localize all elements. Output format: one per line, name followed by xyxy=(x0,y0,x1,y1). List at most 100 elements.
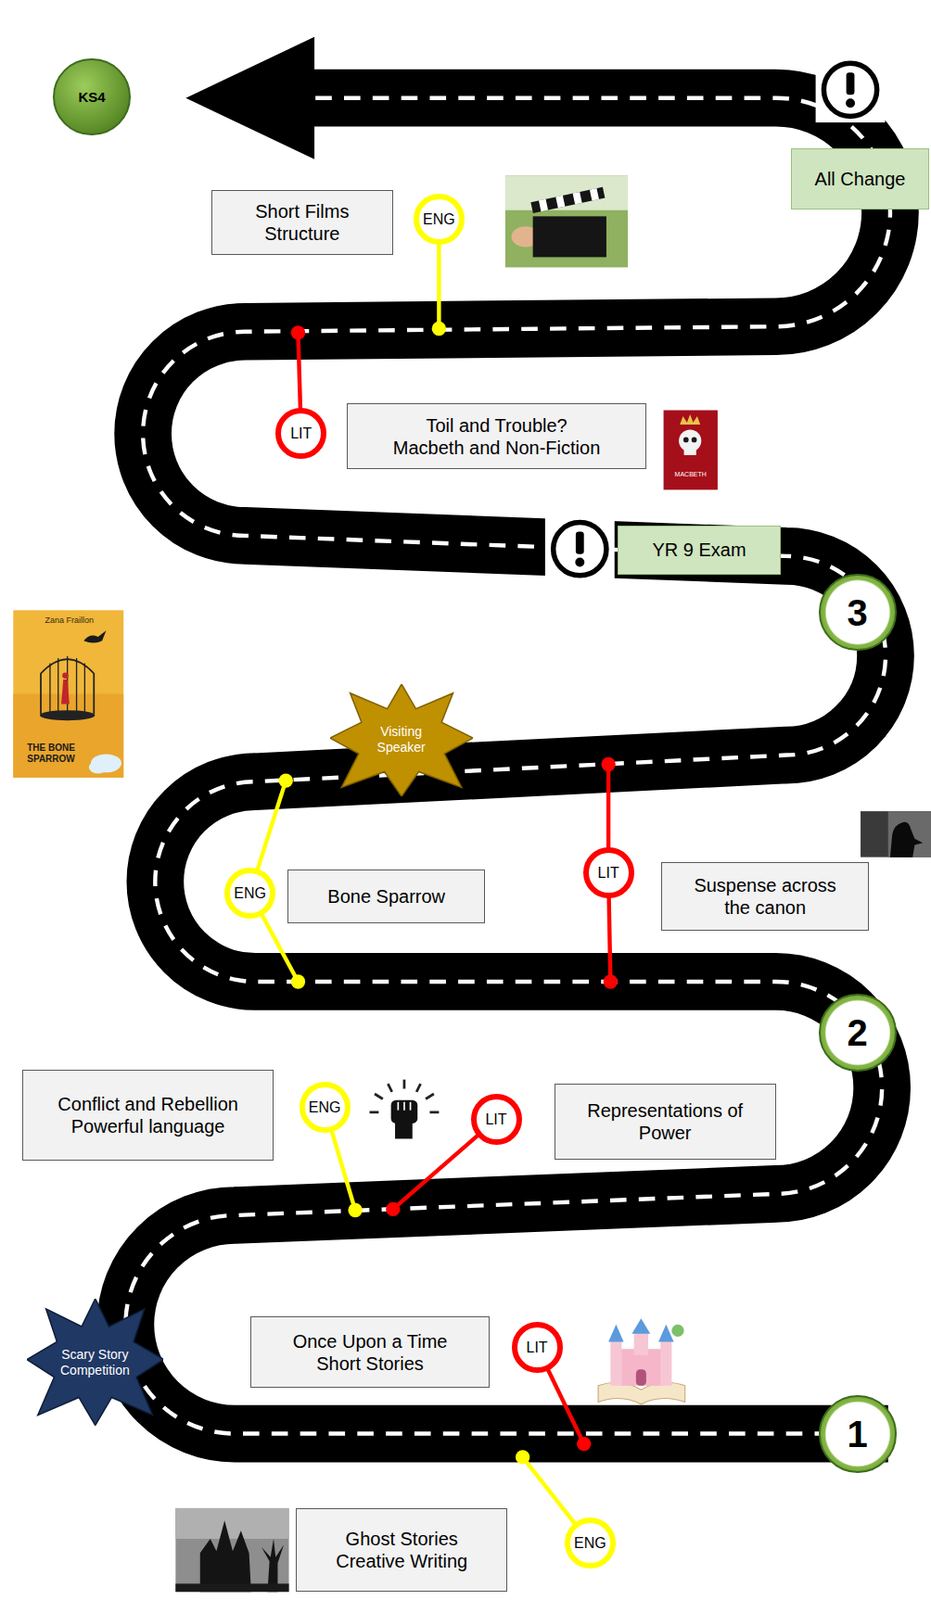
pin-dot xyxy=(432,321,447,336)
door xyxy=(636,1369,647,1387)
cover-shade xyxy=(12,694,124,778)
knuckle xyxy=(397,1102,400,1111)
subject-label: ENG xyxy=(422,210,456,229)
crown xyxy=(679,414,701,425)
knuckle xyxy=(409,1102,412,1111)
cage-bar xyxy=(57,658,59,715)
unit-box: Representations of Power xyxy=(554,1084,777,1160)
bird xyxy=(83,630,106,643)
node-label: Visiting Speaker xyxy=(358,724,445,756)
term-circle: 3 xyxy=(818,573,897,652)
subject-pin: LIT xyxy=(511,1322,563,1374)
icon-ground xyxy=(816,57,886,123)
clapper-bar xyxy=(530,187,605,214)
subject-label: LIT xyxy=(484,1110,507,1129)
road-markings xyxy=(125,98,891,1435)
ground xyxy=(175,1583,289,1593)
node-label: Representations of Power xyxy=(572,1099,758,1145)
skull-eye xyxy=(691,437,698,444)
cover xyxy=(12,610,124,778)
photo-ground xyxy=(505,175,628,268)
pin-dot xyxy=(291,974,306,989)
icon-bar xyxy=(575,531,585,554)
unit-box: Once Upon a Time Short Stories xyxy=(250,1316,491,1389)
book-title: THE BONE SPARROW xyxy=(18,742,84,765)
road-arrowhead xyxy=(185,37,315,160)
skull-eye xyxy=(683,437,689,444)
roof xyxy=(631,1318,651,1335)
subject-label: LIT xyxy=(525,1339,548,1357)
subject-pin: LIT xyxy=(583,847,635,899)
pin-dot xyxy=(279,773,294,788)
pin-dot xyxy=(291,325,306,340)
pin-dot xyxy=(603,974,618,989)
pins xyxy=(250,219,618,1544)
suspense-picture xyxy=(860,811,931,858)
ray xyxy=(416,1084,421,1093)
icon-dot xyxy=(574,558,585,568)
node-label: Conflict and Rebellion Powerful language xyxy=(55,1093,242,1138)
roof xyxy=(658,1325,675,1343)
book-author: Zana Fraillon xyxy=(18,615,121,625)
icon-ring xyxy=(553,522,607,576)
road xyxy=(125,37,891,1435)
subject-label: ENG xyxy=(573,1534,607,1553)
term-number: 1 xyxy=(847,1412,868,1457)
unit-box: Bone Sparrow xyxy=(287,869,485,924)
event-star: Scary Story Competition xyxy=(26,1299,165,1427)
castle-tower xyxy=(660,1340,672,1386)
knuckle xyxy=(403,1102,406,1111)
castle-tower xyxy=(634,1333,649,1356)
node-label: Suspense across the canon xyxy=(679,874,852,919)
cage-bar xyxy=(84,663,86,715)
icon-ground xyxy=(545,516,615,582)
event-star: Visiting Speaker xyxy=(330,684,473,797)
event-box: All Change xyxy=(790,148,930,210)
unit-box: Short Films Structure xyxy=(211,190,394,256)
clapperboard-picture xyxy=(505,175,628,268)
warning-icon xyxy=(816,57,886,123)
node-label: KS4 xyxy=(77,89,105,106)
ray xyxy=(369,1110,380,1114)
pin-dot xyxy=(576,1437,591,1452)
ray xyxy=(374,1094,383,1100)
icon-bar xyxy=(846,72,855,95)
subject-label: ENG xyxy=(308,1098,342,1117)
icon-dot xyxy=(845,98,855,108)
clapper-top xyxy=(530,187,605,214)
subject-pin: ENG xyxy=(224,867,276,919)
cloud xyxy=(89,761,108,774)
node-label: YR 9 Exam xyxy=(652,538,747,562)
sky xyxy=(175,1508,289,1593)
skull-jaw xyxy=(684,446,697,456)
unit-box: Ghost Stories Creative Writing xyxy=(295,1508,508,1593)
clapper-stripe xyxy=(538,199,549,212)
subject-pin: ENG xyxy=(413,193,465,245)
ray xyxy=(387,1084,392,1093)
fist xyxy=(391,1100,419,1124)
pin-dot xyxy=(385,1202,400,1217)
subject-pin: ENG xyxy=(564,1517,616,1569)
subject-pin: LIT xyxy=(275,408,327,460)
clapper-stripe xyxy=(555,195,565,208)
star-outline xyxy=(330,684,473,797)
node-label: Bone Sparrow xyxy=(327,885,446,908)
clapper-body xyxy=(533,216,607,257)
wrist xyxy=(395,1122,413,1140)
subject-label: ENG xyxy=(233,884,267,903)
node-label: Scary Story Competition xyxy=(54,1347,135,1379)
subject-label: LIT xyxy=(290,424,312,443)
icon-ring xyxy=(823,63,877,116)
castle-picture xyxy=(598,1318,686,1404)
pin-dot xyxy=(347,1203,362,1218)
cage-bar xyxy=(76,658,77,715)
ray xyxy=(425,1094,434,1100)
clapper-stripe xyxy=(589,188,600,201)
star-outline xyxy=(26,1299,165,1427)
node-label: Toil and Trouble? Macbeth and Non-Fictio… xyxy=(390,414,604,460)
term-circle: 2 xyxy=(818,994,897,1072)
pin-dot xyxy=(515,1450,530,1465)
figure-head xyxy=(62,672,69,679)
subject-label: LIT xyxy=(598,864,620,882)
